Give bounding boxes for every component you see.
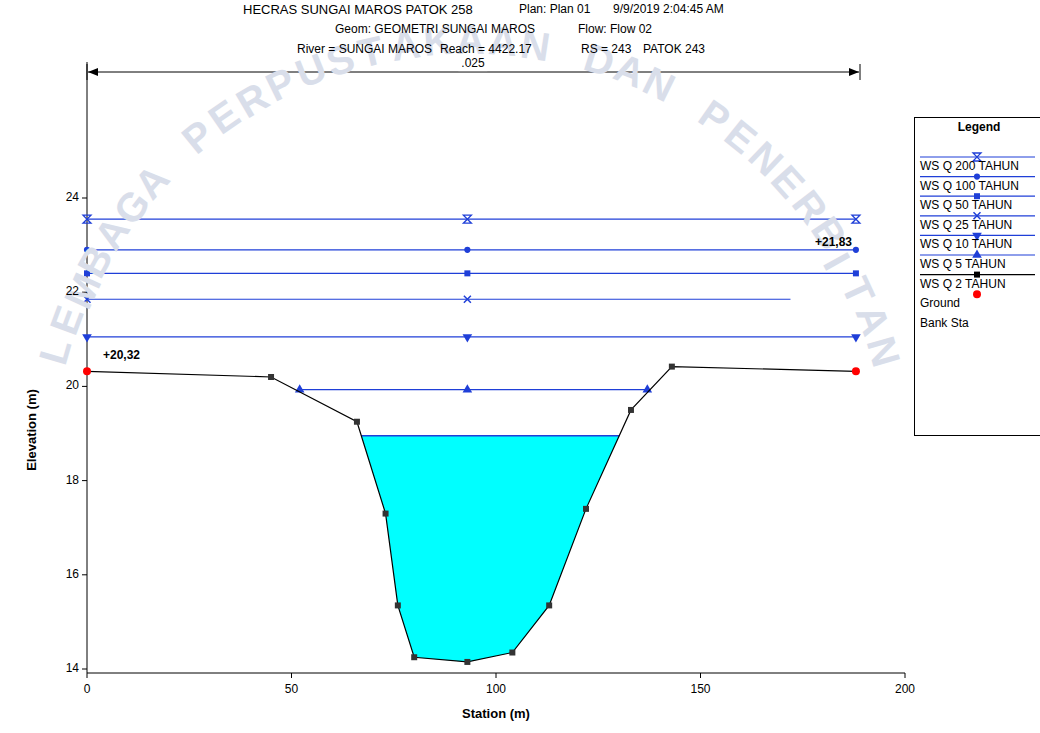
tick-label: 18 xyxy=(66,474,79,488)
tick xyxy=(496,673,497,678)
tick-label: 14 xyxy=(66,662,79,676)
tick xyxy=(82,480,87,481)
tick-label: 50 xyxy=(285,683,298,697)
ground-profile xyxy=(87,364,856,665)
chart-title: HECRAS SUNGAI MAROS PATOK 258 xyxy=(243,3,473,18)
water-level-line xyxy=(82,334,861,342)
water-level-line xyxy=(84,270,859,276)
axes xyxy=(82,62,905,678)
tick-label: 200 xyxy=(895,683,915,697)
chart-subtitle: River = SUNGAI MAROS xyxy=(297,43,432,57)
roughness-label: .025 xyxy=(458,57,487,71)
bank-station xyxy=(83,367,91,375)
water-level-line xyxy=(84,296,791,303)
water-levels xyxy=(82,215,861,392)
tick xyxy=(700,673,701,678)
tick xyxy=(87,673,88,678)
tick xyxy=(82,574,87,575)
water-level-line xyxy=(83,215,860,223)
elevation-callout: +20,32 xyxy=(103,349,140,363)
tick xyxy=(82,669,87,670)
water-level-line xyxy=(84,247,859,253)
legend-label: Bank Sta xyxy=(920,317,969,331)
water-level-line xyxy=(295,384,652,392)
axis-title: Station (m) xyxy=(462,707,530,722)
chart-subtitle: RS = 243 xyxy=(581,43,631,57)
legend-sample xyxy=(973,290,981,298)
chart-subtitle: Geom: GEOMETRI SUNGAI MAROS xyxy=(335,23,535,37)
tick xyxy=(82,198,87,199)
legend-label: WS Q 50 TAHUN xyxy=(920,199,1012,213)
tick-label: 22 xyxy=(66,285,79,299)
axis-title: Elevation (m) xyxy=(25,389,40,471)
water-surface xyxy=(361,435,619,437)
chart-subtitle: PATOK 243 xyxy=(643,43,705,57)
bank-station xyxy=(852,367,860,375)
tick-label: 100 xyxy=(486,683,506,697)
chart-subtitle: Flow: Flow 02 xyxy=(578,23,652,37)
tick-label: 20 xyxy=(66,379,79,393)
legend-title: Legend xyxy=(958,121,1001,135)
legend-label: WS Q 2 TAHUN xyxy=(920,278,1006,292)
legend-label: WS Q 100 TAHUN xyxy=(920,180,1019,194)
legend-box xyxy=(915,118,1040,436)
legend-label: WS Q 200 TAHUN xyxy=(920,160,1019,174)
tick-label: 0 xyxy=(84,683,91,697)
tick-label: 150 xyxy=(690,683,710,697)
chart-subtitle: 9/9/2019 2:04:45 AM xyxy=(613,3,724,17)
legend-label: WS Q 10 TAHUN xyxy=(920,238,1012,252)
chart-subtitle: Plan: Plan 01 xyxy=(519,3,590,17)
tick xyxy=(82,386,87,387)
tick-label: 16 xyxy=(66,568,79,582)
legend-label: WS Q 5 TAHUN xyxy=(920,258,1006,272)
legend-sample xyxy=(920,272,1035,278)
chart-subtitle: Reach = 4422.17 xyxy=(440,43,532,57)
legend-label: WS Q 25 TAHUN xyxy=(920,219,1012,233)
tick xyxy=(905,673,906,678)
elevation-callout: +21,83 xyxy=(815,236,852,250)
tick-label: 24 xyxy=(66,191,79,205)
legend-label: Ground xyxy=(920,297,960,311)
water-fill xyxy=(361,436,619,662)
tick xyxy=(291,673,292,678)
